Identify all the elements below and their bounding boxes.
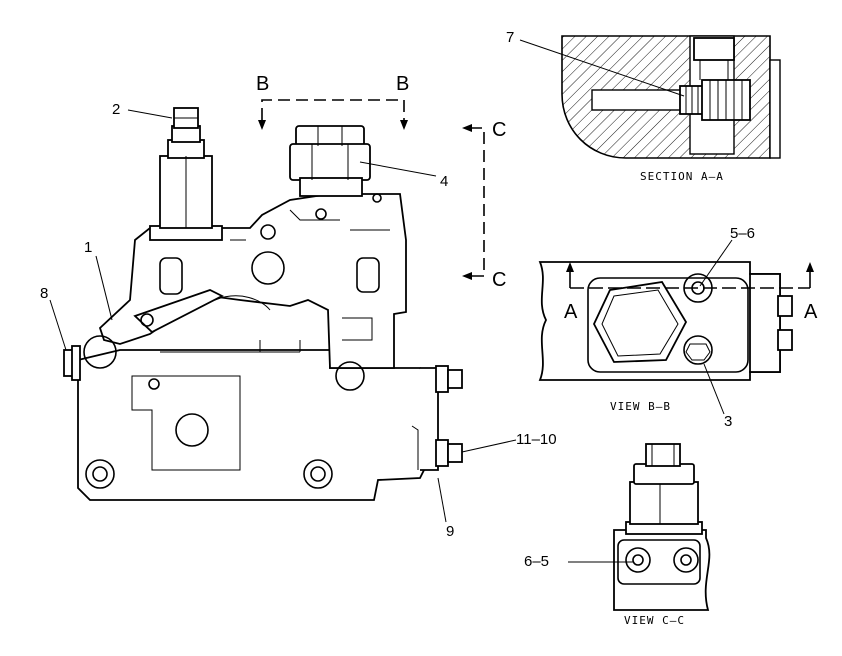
leader-lines-main bbox=[49, 109, 517, 523]
section-marker-c-top: C bbox=[492, 119, 506, 141]
section-marker-c-bottom: C bbox=[492, 269, 506, 291]
upper-small-bore-1 bbox=[260, 224, 276, 240]
relief-fitting-2 bbox=[149, 107, 223, 241]
valve-upper-housing bbox=[98, 193, 407, 369]
upper-small-bore-2 bbox=[315, 208, 327, 220]
port-right-mid bbox=[335, 361, 365, 391]
section-cut-bb bbox=[258, 99, 408, 130]
callout-5-6: 5–6 bbox=[730, 225, 755, 242]
port-slot-left bbox=[159, 257, 183, 295]
bolt-8 bbox=[63, 345, 81, 381]
callout-4: 4 bbox=[440, 173, 448, 190]
section-marker-b-right: B bbox=[396, 73, 409, 95]
view-cc bbox=[568, 443, 711, 611]
caption-view-bb: VIEW B–B bbox=[610, 400, 671, 413]
port-slot-right bbox=[356, 257, 380, 293]
callout-9: 9 bbox=[446, 523, 454, 540]
callout-3: 3 bbox=[724, 413, 732, 430]
callout-7: 7 bbox=[506, 29, 514, 46]
side-plate bbox=[420, 367, 439, 471]
left-port-large bbox=[83, 335, 117, 369]
mount-hole-left bbox=[85, 459, 115, 489]
small-port bbox=[148, 378, 160, 390]
port-lower-mid bbox=[175, 413, 209, 447]
callout-2: 2 bbox=[112, 101, 120, 118]
plug-7 bbox=[679, 37, 751, 121]
section-marker-a-left: A bbox=[564, 301, 578, 323]
section-marker-b-left: B bbox=[256, 73, 269, 95]
callout-6-5: 6–5 bbox=[524, 553, 549, 570]
mount-hole-right-inner bbox=[310, 466, 326, 482]
caption-section-aa: SECTION A–A bbox=[640, 170, 724, 183]
mount-hole-left-inner bbox=[92, 466, 108, 482]
linkage-pin bbox=[140, 313, 154, 327]
bolts-11-10 bbox=[435, 365, 463, 467]
mount-hole-right bbox=[303, 459, 333, 489]
callout-8: 8 bbox=[40, 285, 48, 302]
section-cut-cc bbox=[462, 124, 485, 280]
callout-1: 1 bbox=[84, 239, 92, 256]
caption-view-cc: VIEW C–C bbox=[624, 614, 685, 627]
upper-small-bore-3 bbox=[372, 193, 382, 203]
callout-11-10: 11–10 bbox=[516, 431, 557, 448]
upper-bore bbox=[251, 251, 285, 285]
main-valve-assembly bbox=[63, 107, 463, 501]
hex-plug-4 bbox=[289, 125, 371, 197]
valve-lower-body bbox=[77, 349, 425, 501]
section-marker-a-right: A bbox=[804, 301, 818, 323]
view-bb bbox=[538, 239, 814, 415]
section-aa-view bbox=[519, 35, 781, 159]
